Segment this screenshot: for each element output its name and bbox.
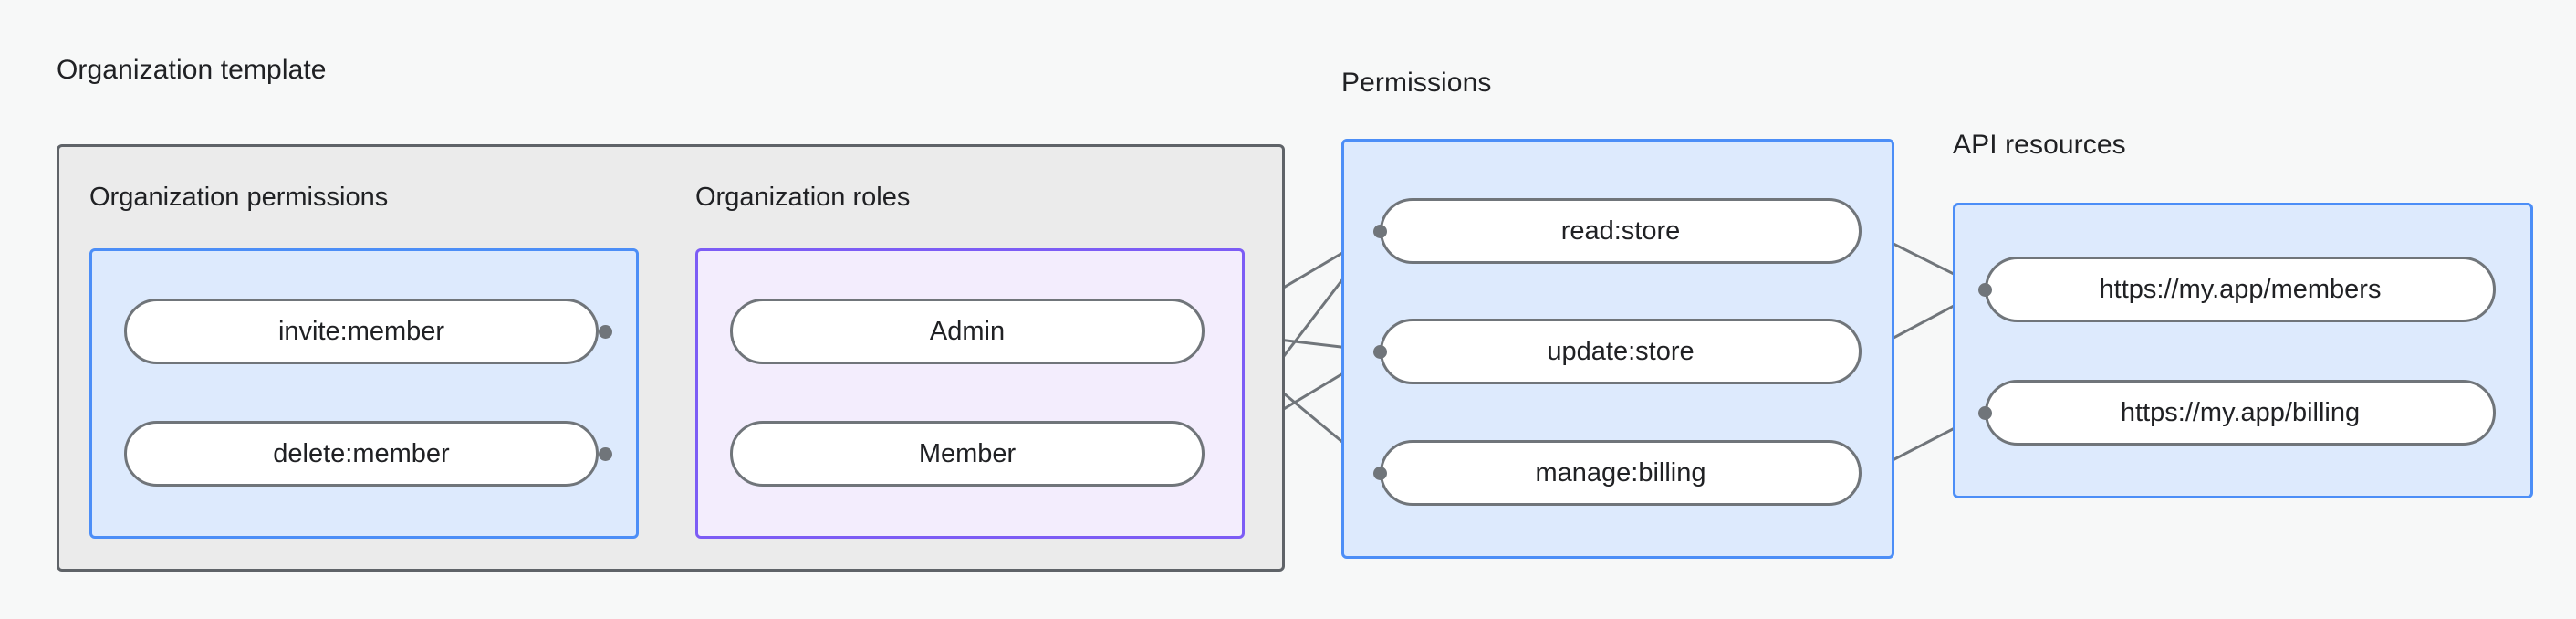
node-delete-member[interactable]: delete:member xyxy=(124,421,599,487)
connector-dot-members-url xyxy=(1978,283,1992,297)
organization-roles-container xyxy=(695,248,1245,539)
organization-permissions-label: Organization permissions xyxy=(89,183,389,212)
organization-permissions-container xyxy=(89,248,639,539)
node-admin[interactable]: Admin xyxy=(730,299,1205,364)
connector-dot-manage-billing xyxy=(1373,467,1387,480)
node-manage-billing[interactable]: manage:billing xyxy=(1380,440,1862,506)
node-read-store[interactable]: read:store xyxy=(1380,198,1862,264)
organization-roles-label: Organization roles xyxy=(695,183,911,212)
connector-dot-read-store xyxy=(1373,225,1387,238)
node-update-store[interactable]: update:store xyxy=(1380,319,1862,384)
node-member[interactable]: Member xyxy=(730,421,1205,487)
connector-dot-invite-member xyxy=(599,325,612,339)
node-billing-url[interactable]: https://my.app/billing xyxy=(1985,380,2496,446)
organization-template-title: Organization template xyxy=(57,55,327,85)
node-invite-member[interactable]: invite:member xyxy=(124,299,599,364)
connector-dot-update-store xyxy=(1373,345,1387,359)
api-resources-container xyxy=(1953,203,2533,498)
permissions-title: Permissions xyxy=(1341,68,1492,98)
api-resources-title: API resources xyxy=(1953,130,2126,160)
connector-dot-billing-url xyxy=(1978,406,1992,420)
connector-dot-delete-member xyxy=(599,447,612,461)
node-members-url[interactable]: https://my.app/members xyxy=(1985,257,2496,322)
